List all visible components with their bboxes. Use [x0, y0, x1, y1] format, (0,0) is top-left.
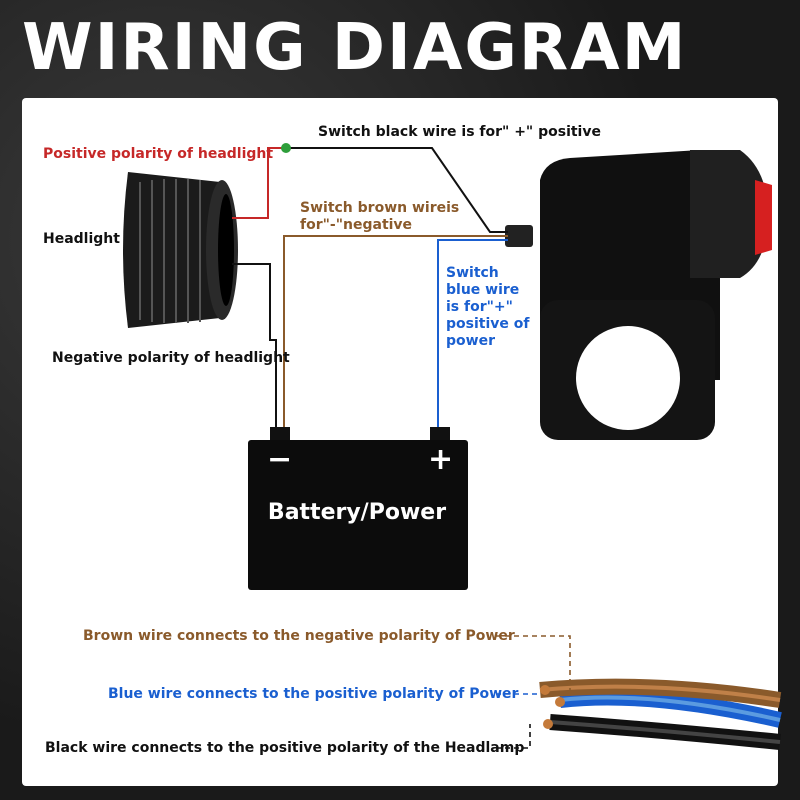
switch-blue-wire-label-5: power: [446, 333, 495, 349]
switch-blue-wire-label-2: blue wire: [446, 282, 520, 298]
blue-wire: [437, 239, 508, 430]
headlight-icon: [123, 172, 238, 328]
switch-brown-wire-label-1: Switch brown wireis: [300, 200, 460, 216]
black-neg-wire: [232, 263, 277, 430]
legend-blue-wire: Blue wire connects to the positive polar…: [108, 686, 519, 702]
battery-plus-sign: +: [428, 442, 454, 477]
red-wire: [232, 147, 284, 219]
switch-blue-wire-label-1: Switch: [446, 265, 499, 281]
battery-label: Battery/Power: [267, 500, 447, 525]
headlight-label: Headlight: [43, 231, 120, 247]
junction-dot: [281, 143, 291, 153]
black-wire: [286, 147, 508, 233]
leader-lines: [496, 635, 571, 749]
switch-icon: [505, 150, 772, 440]
legend-black-wire: Black wire connects to the positive pola…: [45, 740, 525, 756]
switch-brown-wire-label-2: for"-"negative: [300, 217, 413, 233]
legend-brown-wire: Brown wire connects to the negative pola…: [83, 628, 515, 644]
cable-bundle-icon: [539, 678, 782, 750]
brown-wire: [283, 235, 508, 430]
wires: [232, 147, 508, 430]
page-title: WIRING DIAGRAM: [22, 11, 688, 85]
battery-minus-sign: −: [267, 442, 293, 477]
switch-blue-wire-label-3: is for"+": [446, 299, 513, 315]
switch-blue-wire-label-4: positive of: [446, 316, 530, 332]
switch-black-wire-label: Switch black wire is for" +" positive: [318, 124, 601, 140]
negative-polarity-headlight-label: Negative polarity of headlight: [52, 350, 290, 366]
positive-polarity-headlight-label: Positive polarity of headlight: [43, 146, 274, 162]
battery-icon: [248, 427, 468, 590]
